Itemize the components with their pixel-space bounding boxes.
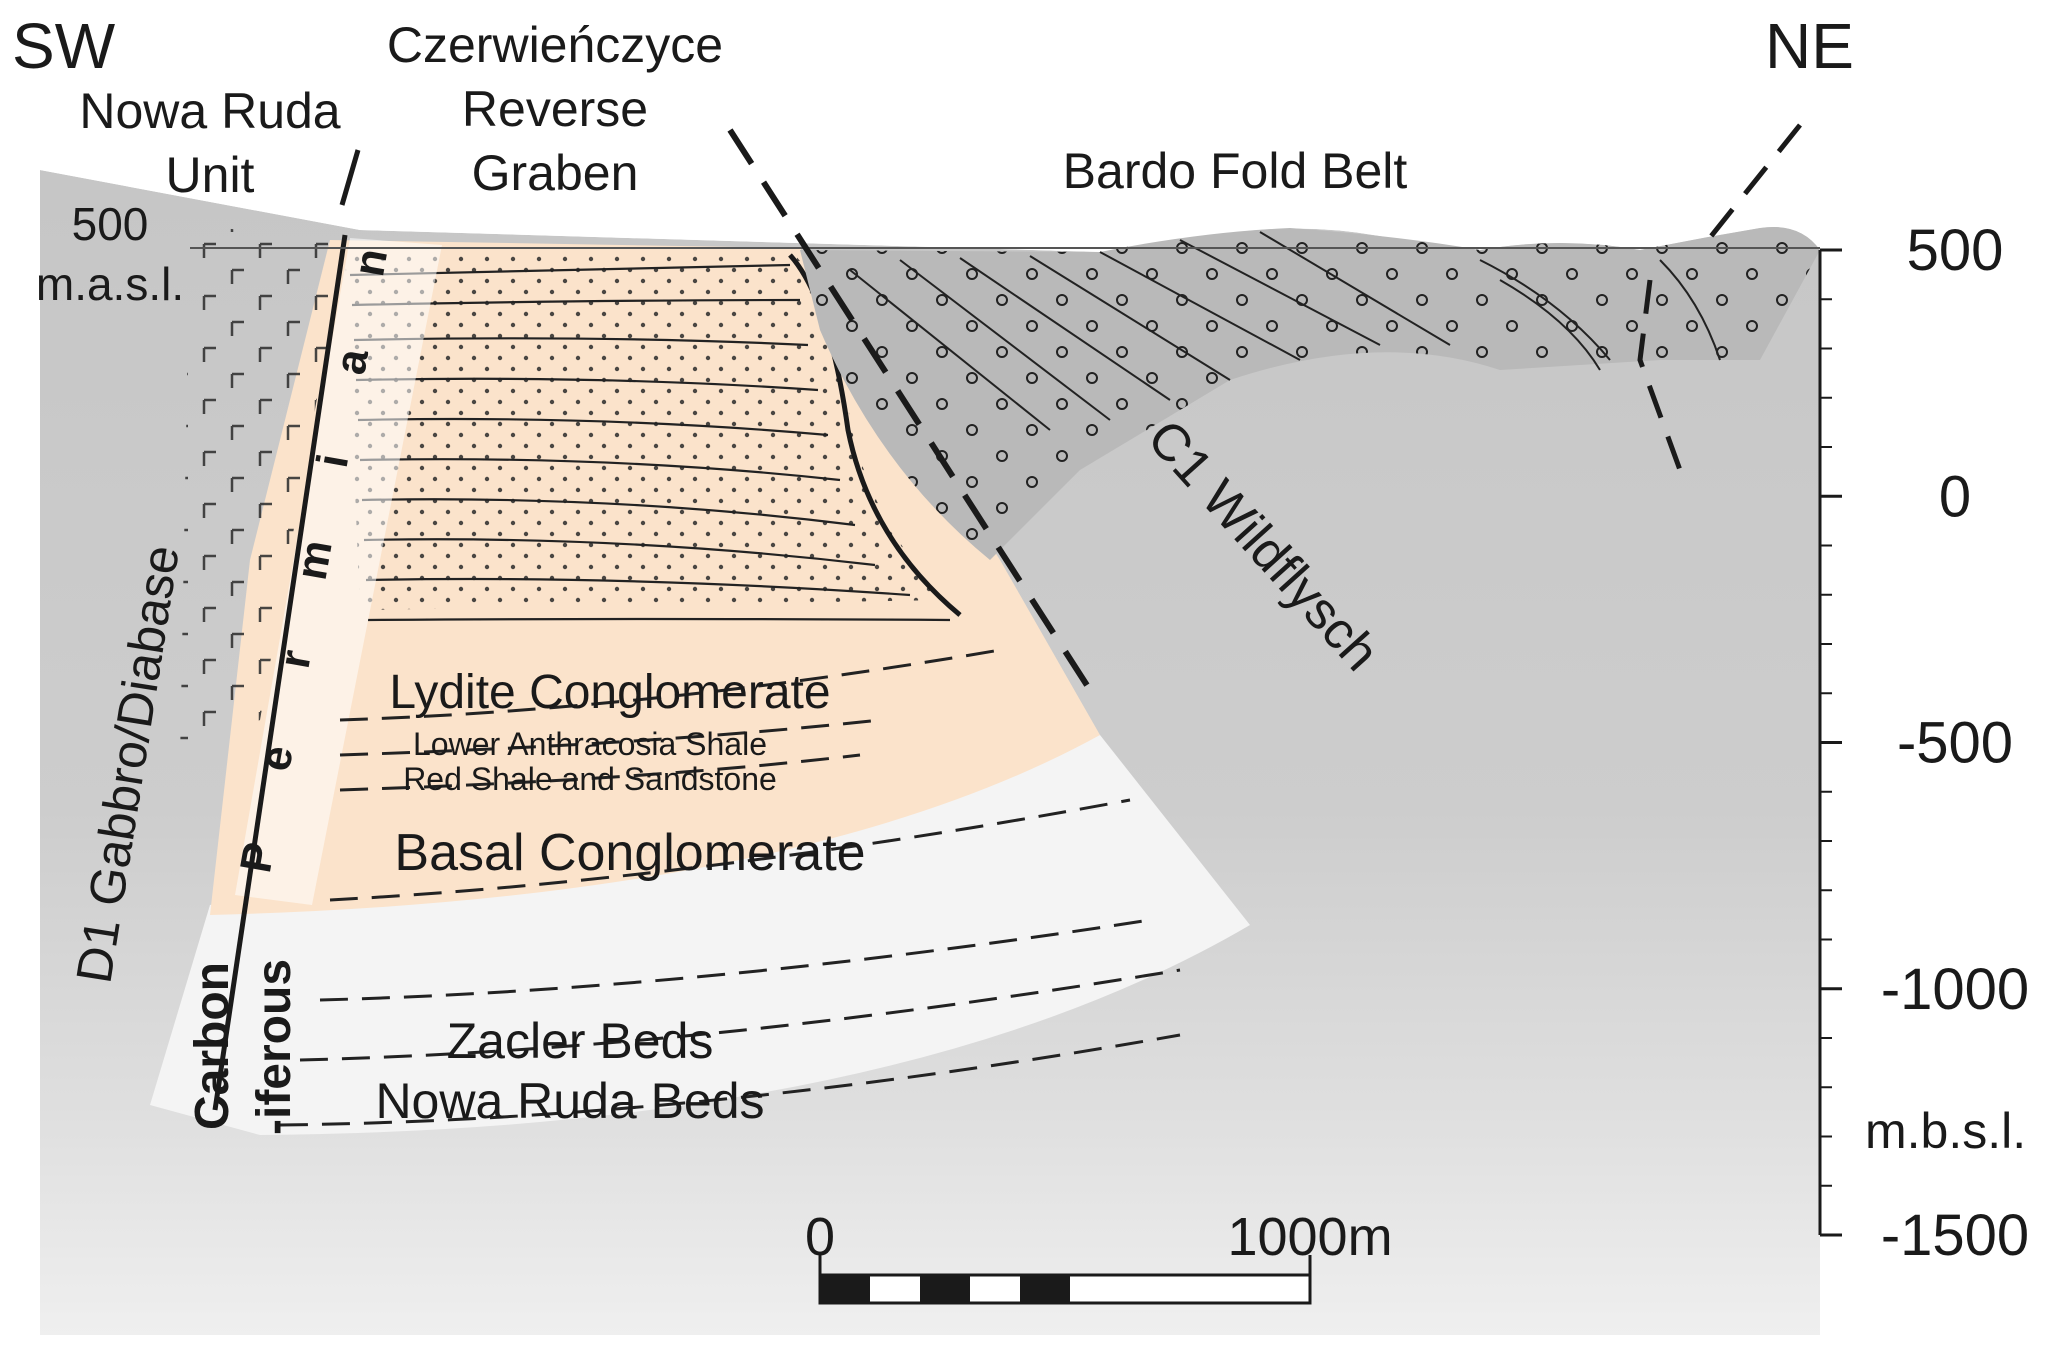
carboniferous-label-2: -iferous (248, 959, 301, 1135)
dotted-strata (345, 250, 945, 610)
bardo-fold-lines (849, 231, 1721, 431)
scale-end-label: 1000m (1227, 1207, 1392, 1267)
nowa-ruda-unit-label-1: Nowa Ruda (79, 83, 340, 139)
depth-tick-label: -1500 (1881, 1203, 2029, 1268)
east-fault-lower (1637, 279, 1683, 471)
scale-bar (818, 1255, 1312, 1305)
scale-start-label: 0 (805, 1207, 835, 1267)
sw-fault (212, 234, 348, 1111)
left-axis-unit: m.a.s.l. (36, 258, 184, 310)
depth-tick-label: -1000 (1881, 957, 2029, 1022)
lydite-conglomerate-label: Lydite Conglomerate (389, 666, 830, 719)
graben-label-3: Graben (472, 145, 639, 201)
permian-letter: m (287, 536, 342, 583)
direction-ne: NE (1765, 10, 1854, 82)
east-fault-upper (1698, 123, 1802, 252)
nowa-ruda-unit-label-2: Unit (166, 147, 255, 203)
bardo-circles (800, 226, 1820, 561)
depth-axis-labels: 500 0 -500 -1000 -1500 (1881, 218, 2029, 1268)
depth-axis-unit: m.b.s.l. (1865, 1103, 2026, 1159)
gabbro-zone (180, 225, 345, 760)
graben-fault (727, 128, 1093, 692)
bardo-fold-belt-label: Bardo Fold Belt (1063, 143, 1408, 199)
depth-tick-label: -500 (1897, 711, 2013, 776)
depth-tick-label: 500 (1907, 218, 2004, 283)
depth-tick-label: 0 (1939, 464, 1971, 529)
left-axis-value: 500 (72, 198, 149, 250)
nowa-ruda-fault (339, 149, 361, 206)
nowa-ruda-beds-label: Nowa Ruda Beds (375, 1073, 764, 1129)
red-shale-sandstone-label: Red Shale and Sandstone (403, 761, 777, 797)
graben-label-1: Czerwieńczyce (387, 17, 723, 73)
sky (0, 0, 2067, 252)
lower-anthracosia-shale-label: Lower Anthracosia Shale (413, 726, 767, 762)
permian-band (235, 238, 442, 905)
basal-conglomerate-label: Basal Conglomerate (394, 824, 865, 882)
carboniferous-fan (150, 735, 1250, 1135)
direction-sw: SW (12, 10, 116, 82)
graben-label-2: Reverse (462, 81, 648, 137)
depth-axis-ticks (1820, 248, 1842, 1237)
bed-boundaries (279, 648, 1181, 1127)
carboniferous-label-1: Carbon (186, 962, 239, 1130)
zacler-beds-label: Zacler Beds (447, 1013, 714, 1069)
